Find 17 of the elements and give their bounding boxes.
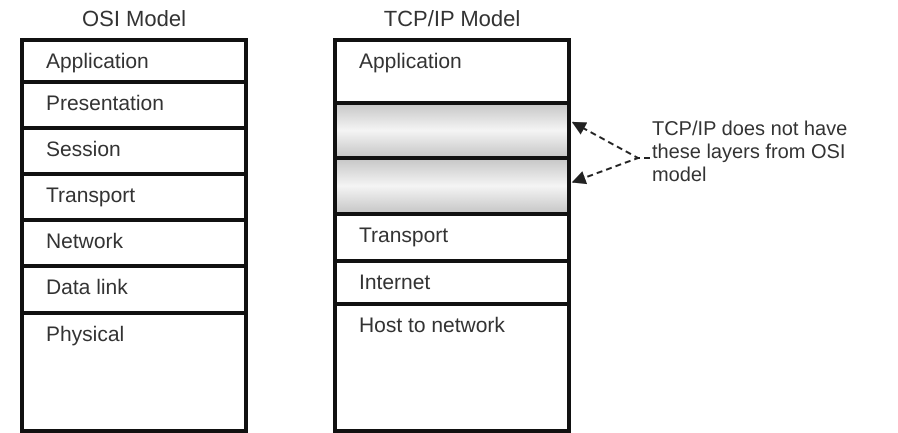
empty-layer-bar — [333, 105, 571, 160]
leader-arrow — [572, 157, 650, 184]
layer-box: Presentation — [20, 84, 248, 130]
column-heading: TCP/IP Model — [382, 6, 522, 32]
layer-box: Transport — [20, 176, 248, 222]
layer-box: Application — [333, 38, 571, 105]
empty-layer-bar — [333, 160, 571, 216]
layer-box: Data link — [20, 268, 248, 315]
layer-box: Application — [20, 38, 248, 84]
layer-box: Physical — [20, 315, 248, 433]
layer-box: Session — [20, 130, 248, 176]
layer-box: Transport — [333, 216, 571, 263]
layer-box: Host to network — [333, 306, 571, 433]
column-heading: OSI Model — [81, 6, 187, 32]
note-text: TCP/IP does not have these layers from OSI model — [652, 118, 892, 198]
layer-box: Network — [20, 222, 248, 268]
layer-box: Internet — [333, 263, 571, 306]
